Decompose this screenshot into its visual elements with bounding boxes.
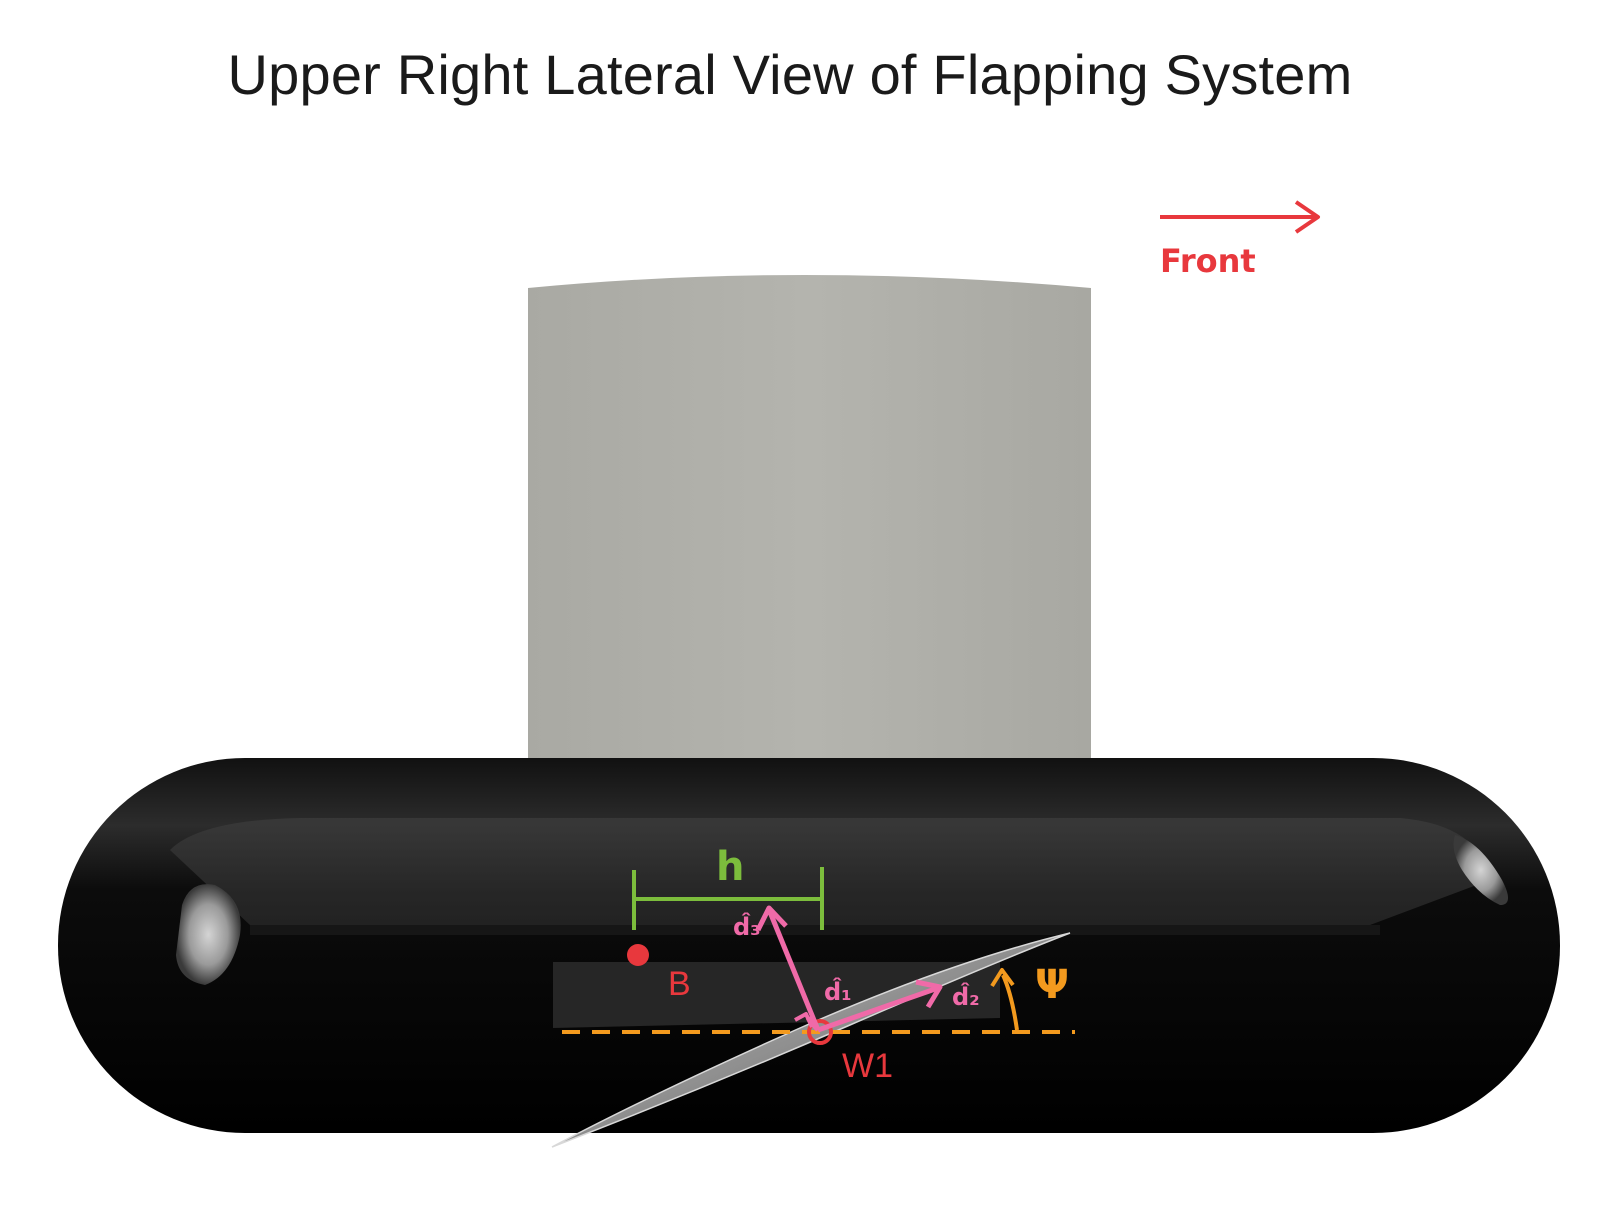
point-w1-label: W1 [842,1047,893,1085]
psi-arc-arrowhead [990,968,1015,988]
mast-cylinder [528,275,1091,760]
right-cap-highlight [1453,835,1509,905]
d2-arrowhead [915,979,943,1009]
h-label: h [716,844,744,890]
d3-vector-line [767,911,821,1031]
d1-arrowhead [794,1012,814,1028]
d2-vector-line [817,985,939,1033]
arrow-right-icon [1160,200,1320,234]
d3-label: d̂₃ [733,913,761,941]
left-cap-highlight [176,884,241,985]
body-reflection-band [170,818,1490,925]
point-b-marker [627,944,649,966]
psi-angle-arc [1001,974,1019,1031]
d1-label: d̂₁ [824,978,852,1006]
psi-label: Ψ [1035,962,1069,1008]
body-inner-shadow [250,925,1380,935]
wing-housing [553,962,1000,1028]
d2-label: d̂₂ [952,983,980,1011]
point-w1-marker [807,1019,833,1045]
d3-arrowhead [755,905,788,932]
diagram-title: Upper Right Lateral View of Flapping Sys… [227,43,1353,106]
front-label: Front [1160,242,1256,280]
body-capsule [58,758,1560,1133]
point-b-label: B [668,965,691,1003]
